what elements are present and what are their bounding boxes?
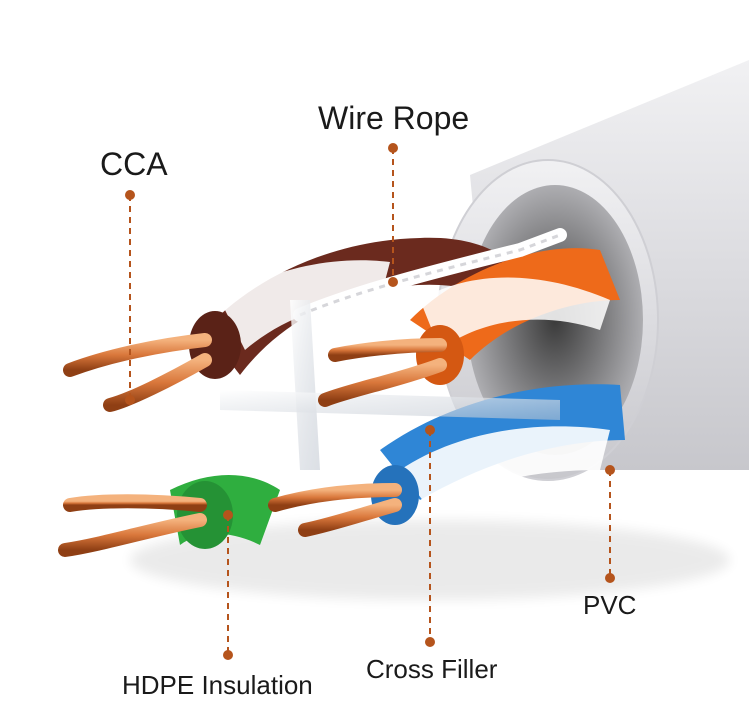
cable-shadow (130, 520, 730, 600)
label-wire-rope: Wire Rope (318, 100, 470, 136)
wire-rope (293, 228, 567, 322)
leader-cca (125, 190, 135, 405)
label-cca: CCA (100, 146, 168, 182)
cross-filler (220, 300, 560, 470)
label-pvc: PVC (583, 590, 637, 620)
leader-hdpe (223, 510, 233, 660)
copper-conductors (58, 333, 447, 557)
orange-pair (410, 248, 620, 385)
leader-wire-rope (388, 143, 398, 287)
label-cross-filler: Cross Filler (366, 654, 498, 684)
leader-cross-filler (425, 425, 435, 647)
leader-pvc (605, 465, 615, 583)
label-hdpe-insulation: HDPE Insulation (122, 670, 313, 700)
